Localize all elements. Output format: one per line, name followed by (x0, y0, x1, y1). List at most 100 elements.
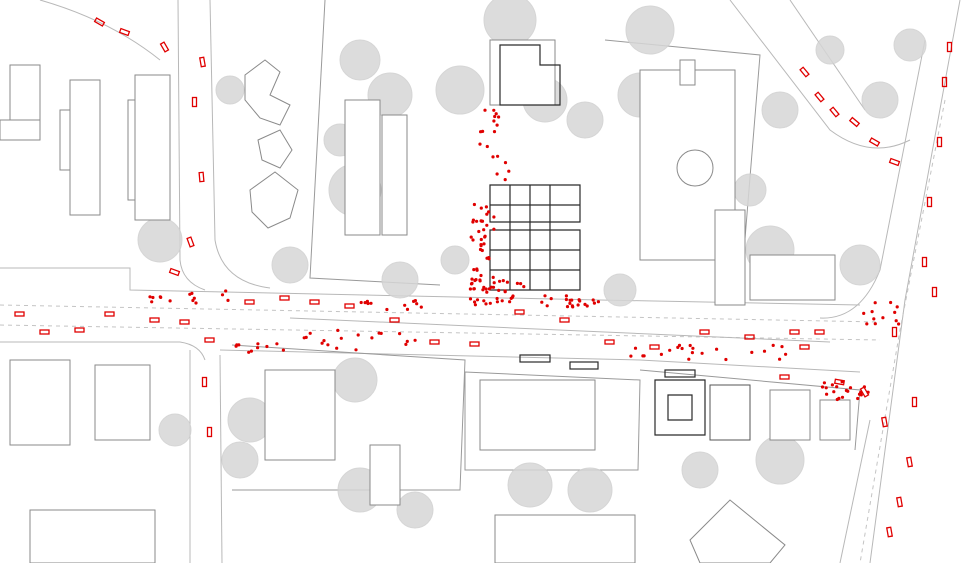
vehicle (905, 456, 914, 468)
vehicle (429, 339, 440, 345)
avenue-median-south (0, 324, 881, 341)
tree (567, 467, 613, 513)
pedestrian (480, 219, 484, 223)
pedestrian (568, 298, 572, 302)
pedestrian (339, 336, 343, 340)
vehicle (779, 374, 790, 380)
pedestrian (479, 273, 483, 278)
pedestrian (405, 307, 410, 311)
tree (440, 245, 470, 275)
building-south-5 (29, 509, 156, 563)
pedestrian (403, 303, 407, 307)
pedestrian (822, 381, 827, 385)
pedestrian (469, 282, 474, 286)
vehicle (104, 311, 115, 317)
tree (893, 28, 927, 62)
vehicle (279, 295, 290, 301)
pedestrian (835, 385, 839, 389)
pedestrian (564, 297, 569, 302)
pedestrian (491, 275, 495, 279)
pedestrian (493, 114, 497, 119)
pedestrian (859, 393, 863, 397)
pedestrian (359, 300, 363, 305)
building-zigzag-2 (257, 129, 293, 169)
pedestrian (495, 123, 499, 127)
pedestrian (576, 303, 580, 307)
pedestrian (478, 247, 483, 252)
pedestrian (872, 317, 876, 321)
pedestrian (495, 296, 499, 301)
vehicle (604, 339, 615, 345)
building-south-2 (369, 444, 401, 506)
pedestrian (870, 310, 874, 314)
vehicle (168, 267, 181, 277)
pedestrian (503, 178, 507, 182)
vehicle (814, 329, 825, 335)
pedestrian (471, 218, 475, 222)
building-southwest-2 (94, 364, 151, 441)
vehicle (244, 299, 255, 305)
vehicle (198, 171, 205, 183)
pedestrian (485, 223, 489, 227)
vehicle (891, 326, 898, 338)
pedestrian (468, 287, 472, 291)
tree (761, 91, 799, 129)
tree (815, 35, 845, 65)
highlighted-buildings (489, 44, 751, 441)
vehicle (186, 236, 195, 248)
pedestrian (494, 112, 498, 116)
vehicle (469, 341, 480, 347)
pedestrian (492, 281, 496, 285)
building-east-wing (714, 209, 746, 306)
pedestrian (482, 285, 486, 289)
building-zigzag-3 (249, 171, 299, 229)
pedestrian (472, 287, 476, 291)
pedestrians-layer (148, 108, 901, 402)
vehicle (799, 344, 810, 350)
pedestrian (483, 108, 487, 112)
building-west-1 (0, 64, 41, 141)
pedestrian (784, 352, 788, 356)
pedestrian (484, 205, 488, 209)
east-road-edge-1 (869, 0, 961, 563)
pedestrian (419, 305, 423, 309)
pedestrian (583, 302, 587, 306)
pedestrian (492, 215, 496, 219)
vehicle (895, 496, 904, 508)
pedestrian (302, 336, 306, 340)
building-west-3 (127, 74, 171, 221)
pedestrian (482, 299, 486, 303)
vehicle (799, 66, 810, 78)
pedestrian (220, 293, 225, 297)
pedestrian (862, 385, 867, 389)
pedestrian (385, 307, 389, 312)
building-southwest-1 (9, 359, 71, 446)
vehicle (941, 76, 948, 88)
vehicle (911, 396, 918, 408)
pedestrian (484, 302, 488, 306)
pedestrian (483, 234, 487, 238)
pedestrian (475, 219, 479, 223)
pedestrian (830, 383, 835, 387)
pedestrian (824, 386, 828, 390)
pedestrian (545, 304, 549, 308)
tree (625, 5, 675, 55)
pedestrian (275, 342, 279, 346)
pedestrian (404, 342, 408, 346)
pedestrian (148, 295, 152, 299)
pedestrian (633, 346, 638, 350)
vehicle (649, 344, 660, 350)
pedestrian (540, 300, 544, 304)
pedestrian (256, 342, 260, 346)
pedestrian (168, 299, 172, 303)
building-dome (676, 149, 714, 187)
vehicle (880, 416, 889, 428)
pedestrian (592, 301, 597, 305)
vehicle (39, 329, 50, 335)
pedestrian (507, 169, 511, 173)
vehicle (514, 309, 525, 315)
vehicle (789, 329, 800, 335)
building-southeast-3 (689, 499, 786, 563)
pedestrian (234, 344, 238, 348)
pedestrian (405, 339, 409, 343)
